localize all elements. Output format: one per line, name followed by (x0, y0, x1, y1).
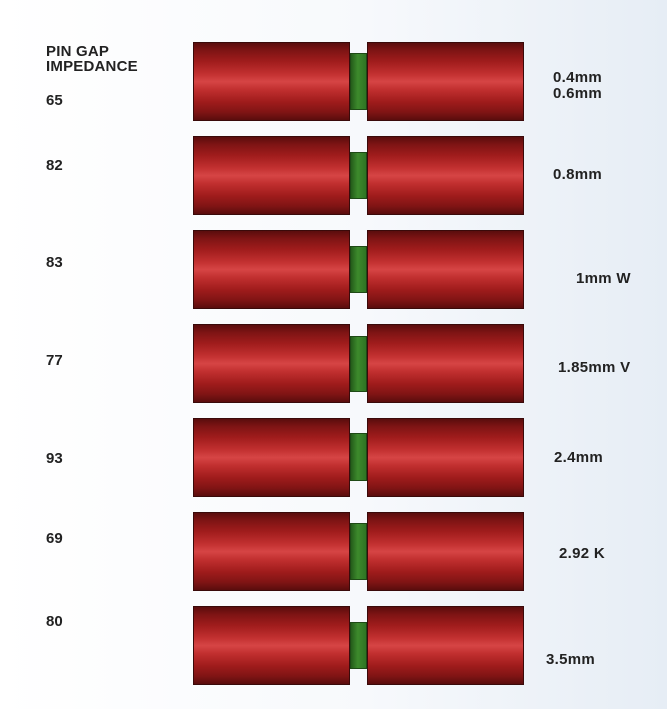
connector-3 (193, 230, 524, 310)
left-cylinder (193, 512, 350, 591)
center-pin (350, 152, 367, 199)
center-pin (350, 523, 367, 580)
impedance-value-93: 93 (46, 450, 63, 467)
gap-value-3.5mm: 3.5mm (546, 651, 596, 668)
left-cylinder (193, 324, 350, 403)
right-cylinder (367, 136, 524, 215)
center-pin (350, 622, 367, 669)
right-cylinder (367, 42, 524, 121)
gap-value-1mm-w: 1mm W (576, 270, 631, 287)
impedance-value-65: 65 (46, 92, 63, 109)
gap-value-1.85mm-v: 1.85mm V (558, 359, 631, 376)
center-pin (350, 246, 367, 293)
connector-1 (193, 42, 524, 122)
connector-7 (193, 606, 524, 686)
gap-value-0.4mm: 0.4mm (553, 69, 603, 86)
right-cylinder (367, 512, 524, 591)
connector-5 (193, 418, 524, 498)
gap-value-2.92-k: 2.92 K (559, 545, 605, 562)
impedance-value-82: 82 (46, 157, 63, 174)
gap-value-0.6mm: 0.6mm (553, 85, 603, 102)
header-pin-gap: PIN GAP (46, 43, 110, 60)
connector-2 (193, 136, 524, 216)
center-pin (350, 336, 367, 392)
gap-value-0.8mm: 0.8mm (553, 166, 603, 183)
left-cylinder (193, 418, 350, 497)
center-pin (350, 53, 367, 110)
impedance-value-69: 69 (46, 530, 63, 547)
column-header: PIN GAP IMPEDANCE (46, 44, 138, 74)
connector-6 (193, 512, 524, 592)
impedance-value-80: 80 (46, 613, 63, 630)
header-impedance: IMPEDANCE (46, 58, 138, 75)
left-cylinder (193, 42, 350, 121)
right-cylinder (367, 418, 524, 497)
left-cylinder (193, 606, 350, 685)
right-cylinder (367, 324, 524, 403)
right-cylinder (367, 230, 524, 309)
left-cylinder (193, 230, 350, 309)
gap-value-2.4mm: 2.4mm (554, 449, 604, 466)
connector-4 (193, 324, 524, 404)
center-pin (350, 433, 367, 481)
left-cylinder (193, 136, 350, 215)
impedance-value-77: 77 (46, 352, 63, 369)
right-cylinder (367, 606, 524, 685)
impedance-value-83: 83 (46, 254, 63, 271)
gap-label-row1: 0.4mm 0.6mm (553, 70, 602, 102)
